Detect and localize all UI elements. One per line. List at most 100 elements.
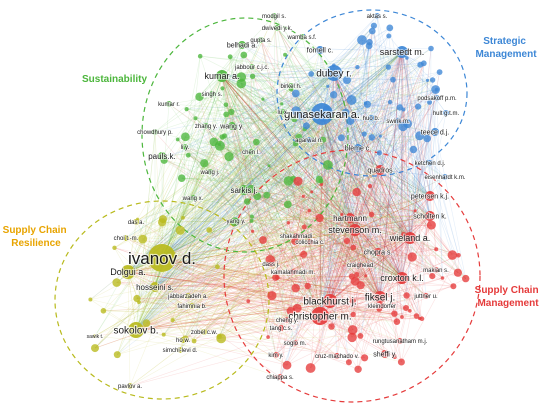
minor-author-node[interactable] [91,344,99,353]
minor-author-node[interactable] [265,254,276,265]
author-node[interactable] [249,64,255,70]
minor-author-node[interactable] [267,164,271,168]
minor-author-node[interactable] [133,237,137,242]
minor-author-node[interactable] [251,229,255,233]
minor-author-node[interactable] [291,106,301,116]
minor-author-node[interactable] [244,198,251,205]
minor-author-node[interactable] [450,283,457,290]
minor-author-node[interactable] [219,134,225,140]
minor-author-node[interactable] [415,103,422,110]
minor-author-node[interactable] [340,213,344,217]
minor-author-node[interactable] [181,215,185,220]
minor-author-node[interactable] [425,78,430,82]
minor-author-node[interactable] [357,35,367,45]
author-node[interactable] [423,293,429,299]
minor-author-node[interactable] [345,359,352,366]
minor-author-node[interactable] [323,160,333,170]
minor-author-node[interactable] [352,187,361,197]
minor-author-node[interactable] [223,111,230,118]
minor-author-node[interactable] [413,313,420,319]
minor-author-node[interactable] [215,264,220,270]
minor-author-node[interactable] [403,305,409,311]
minor-author-node[interactable] [431,85,440,94]
minor-author-node[interactable] [346,116,355,125]
minor-author-node[interactable] [385,64,391,70]
author-node[interactable] [374,13,380,19]
minor-author-node[interactable] [317,354,321,358]
minor-author-node[interactable] [88,297,93,302]
author-node[interactable] [207,169,213,175]
minor-author-node[interactable] [249,73,256,80]
minor-author-node[interactable] [369,27,376,35]
minor-author-node[interactable] [112,245,117,250]
author-node[interactable] [404,232,416,244]
minor-author-node[interactable] [440,276,445,280]
minor-author-node[interactable] [397,358,405,366]
minor-author-node[interactable] [398,121,408,132]
minor-author-node[interactable] [246,299,251,304]
minor-author-node[interactable] [283,52,288,57]
minor-author-node[interactable] [364,274,368,278]
minor-author-node[interactable] [193,116,198,121]
author-node[interactable] [216,70,228,82]
minor-author-node[interactable] [158,218,167,227]
minor-author-node[interactable] [462,274,470,283]
author-node[interactable] [381,350,389,358]
minor-author-node[interactable] [280,102,284,106]
minor-author-node[interactable] [350,298,356,304]
minor-author-node[interactable] [184,107,189,112]
minor-author-node[interactable] [427,99,433,105]
minor-author-node[interactable] [403,292,410,299]
minor-author-node[interactable] [307,208,312,213]
author-node[interactable] [209,91,215,97]
minor-author-node[interactable] [291,237,299,245]
author-node[interactable] [349,224,361,236]
minor-author-node[interactable] [367,183,373,189]
author-node[interactable] [288,83,294,89]
minor-author-node[interactable] [292,303,302,313]
minor-author-node[interactable] [354,365,362,373]
minor-author-node[interactable] [161,332,166,337]
minor-author-node[interactable] [310,190,314,194]
author-node[interactable] [311,103,333,125]
minor-author-node[interactable] [308,71,315,77]
author-node[interactable] [150,282,160,292]
author-node[interactable] [334,353,340,359]
minor-author-node[interactable] [216,333,227,344]
minor-author-node[interactable] [293,176,303,186]
minor-author-node[interactable] [350,244,357,251]
author-node[interactable] [239,185,249,195]
author-node[interactable] [425,211,435,221]
minor-author-node[interactable] [315,213,324,223]
author-node[interactable] [284,317,290,323]
minor-author-node[interactable] [249,218,254,223]
minor-author-node[interactable] [354,271,360,278]
author-node[interactable] [374,291,386,303]
author-node[interactable] [238,41,246,49]
minor-author-node[interactable] [337,134,345,142]
minor-author-node[interactable] [100,308,107,314]
minor-author-node[interactable] [320,136,327,143]
author-node[interactable] [133,219,139,225]
minor-author-node[interactable] [291,116,298,123]
author-node[interactable] [177,347,183,353]
minor-author-node[interactable] [197,53,203,59]
minor-author-node[interactable] [355,65,360,70]
minor-author-node[interactable] [391,310,398,317]
author-node[interactable] [290,269,296,275]
minor-author-node[interactable] [175,137,180,142]
author-node[interactable] [127,383,133,389]
author-node[interactable] [395,118,401,124]
author-node[interactable] [375,165,385,175]
author-node[interactable] [185,293,191,299]
minor-author-node[interactable] [282,360,292,370]
minor-author-node[interactable] [390,76,396,83]
minor-author-node[interactable] [301,224,307,230]
author-node[interactable] [280,109,286,115]
minor-author-node[interactable] [346,95,357,105]
minor-author-node[interactable] [112,278,121,287]
minor-author-node[interactable] [113,351,121,359]
author-node[interactable] [203,123,209,129]
minor-author-node[interactable] [191,338,197,344]
minor-author-node[interactable] [240,51,248,59]
